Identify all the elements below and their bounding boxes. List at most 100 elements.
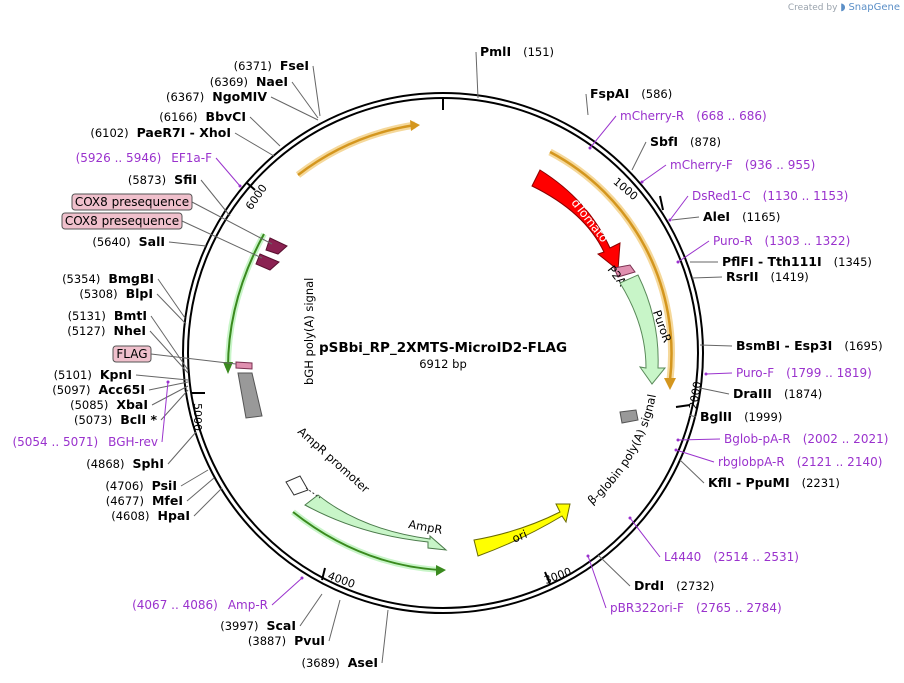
svg-text:COX8 presequence: COX8 presequence xyxy=(65,214,179,228)
site-sbfi[interactable]: SbfI(878) xyxy=(650,134,721,149)
svg-text:(936 .. 955): (936 .. 955) xyxy=(745,158,815,172)
svg-text:(1999): (1999) xyxy=(744,410,782,424)
svg-text:PflFI - Tth111I: PflFI - Tth111I xyxy=(722,254,822,269)
site-mfei[interactable]: MfeI(4677) xyxy=(106,493,183,508)
svg-text:Amp-R: Amp-R xyxy=(228,598,268,612)
svg-text:SphI: SphI xyxy=(132,456,164,471)
leader-lines xyxy=(135,51,733,664)
tick-label-5000: 5000 xyxy=(191,403,204,431)
site-alei[interactable]: AleI (1165) xyxy=(703,209,780,224)
ampr-promoter-label: AmpR promoter xyxy=(295,424,372,496)
svg-text:(4608): (4608) xyxy=(111,509,149,523)
site-acc65i[interactable]: Acc65I(5097) xyxy=(52,382,145,397)
boxed-feature-flag[interactable]: FLAG xyxy=(112,345,152,363)
svg-text:EF1a-F: EF1a-F xyxy=(171,151,212,165)
site-sali[interactable]: SalI(5640) xyxy=(92,234,165,249)
site-bglii[interactable]: BglII(1999) xyxy=(700,409,782,424)
primer-l4440[interactable]: L4440(2514 .. 2531) xyxy=(664,550,799,564)
site-sphi[interactable]: SphI(4868) xyxy=(86,456,164,471)
primer-amp-r[interactable]: Amp-R(4067 .. 4086) xyxy=(132,598,268,612)
svg-text:HpaI: HpaI xyxy=(158,508,191,523)
svg-text:NaeI: NaeI xyxy=(256,74,288,89)
primer-mcherry-r[interactable]: mCherry-R(668 .. 686) xyxy=(620,109,767,123)
site-pflfi[interactable]: PflFI - Tth111I(1345) xyxy=(722,254,872,269)
site-sfii[interactable]: SfiI(5873) xyxy=(128,172,197,187)
svg-text:(2121 .. 2140): (2121 .. 2140) xyxy=(797,455,883,469)
svg-text:Bglob-pA-R: Bglob-pA-R xyxy=(724,432,791,446)
primer-dsred1-c[interactable]: DsRed1-C (1130 .. 1153) xyxy=(692,189,848,203)
svg-text:(1695): (1695) xyxy=(844,339,882,353)
site-asei[interactable]: AseI (3689) xyxy=(302,655,379,670)
ori-feature xyxy=(473,503,571,557)
boxed-feature-cox8-2[interactable]: COX8 presequence xyxy=(61,212,183,230)
site-drdi[interactable]: DrdI(2732) xyxy=(634,578,714,593)
primer-puro-r[interactable]: Puro-R(1303 .. 1322) xyxy=(713,234,850,248)
svg-text:BsmBI - Esp3I: BsmBI - Esp3I xyxy=(736,338,832,353)
svg-text:L4440: L4440 xyxy=(664,550,701,564)
site-bbvci[interactable]: BbvCI(6166) xyxy=(159,109,246,124)
svg-text:PaeR7I - XhoI: PaeR7I - XhoI xyxy=(137,125,231,140)
site-hpai[interactable]: HpaI (4608) xyxy=(111,508,190,523)
svg-text:(6367): (6367) xyxy=(166,90,204,104)
site-blpi[interactable]: BlpI(5308) xyxy=(79,286,153,301)
primer-mcherry-f[interactable]: mCherry-F (936 .. 955) xyxy=(670,158,815,172)
site-bmti[interactable]: BmtI(5131) xyxy=(68,308,147,323)
svg-text:(5085): (5085) xyxy=(70,398,108,412)
svg-text:(878): (878) xyxy=(690,135,721,149)
site-nhei[interactable]: NheI (5127) xyxy=(67,323,146,338)
svg-text:(4677): (4677) xyxy=(106,494,144,508)
primer-bgh-rev[interactable]: BGH-rev(5054 .. 5071) xyxy=(12,435,158,449)
svg-text:(3887): (3887) xyxy=(248,634,286,648)
svg-text:NheI: NheI xyxy=(114,323,147,338)
svg-text:(2732): (2732) xyxy=(676,579,714,593)
green-arc-left-halo xyxy=(225,232,267,369)
svg-text:BclI *: BclI * xyxy=(120,412,157,427)
svg-text:KflI - PpuMI: KflI - PpuMI xyxy=(708,475,790,490)
site-bsmbi[interactable]: BsmBI - Esp3I (1695) xyxy=(736,338,883,353)
svg-text:(3689): (3689) xyxy=(302,656,340,670)
boxed-feature-cox8-1[interactable]: COX8 presequence xyxy=(71,193,193,211)
primer-ef1a-f[interactable]: EF1a-F (5926 .. 5946) xyxy=(76,151,213,165)
svg-text:RsrII: RsrII xyxy=(726,269,759,284)
svg-text:BlpI: BlpI xyxy=(126,286,153,301)
site-psii[interactable]: PsiI(4706) xyxy=(105,478,177,493)
svg-text:FLAG: FLAG xyxy=(116,347,147,361)
primer-rbglobpa-r[interactable]: rbglobpA-R(2121 .. 2140) xyxy=(718,455,882,469)
site-kfli[interactable]: KflI - PpuMI(2231) xyxy=(708,475,840,490)
primer-pbr322ori-f[interactable]: pBR322ori-F(2765 .. 2784) xyxy=(610,601,782,615)
site-fspai[interactable]: FspAI(586) xyxy=(590,86,672,101)
svg-text:(1165): (1165) xyxy=(742,210,780,224)
svg-text:KpnI: KpnI xyxy=(100,367,132,382)
svg-text:mCherry-F: mCherry-F xyxy=(670,158,733,172)
orange-arc-right-arrow xyxy=(664,378,676,390)
site-bmgbi[interactable]: BmgBI(5354) xyxy=(62,271,154,286)
site-kpni[interactable]: KpnI(5101) xyxy=(54,367,132,382)
site-xbai[interactable]: XbaI(5085) xyxy=(70,397,148,412)
svg-text:NgoMIV: NgoMIV xyxy=(212,89,267,104)
site-bcli[interactable]: BclI *(5073) xyxy=(74,412,157,427)
primer-puro-f[interactable]: Puro-F(1799 .. 1819) xyxy=(736,366,872,380)
puror-feature xyxy=(619,274,667,385)
cox8-feature-1 xyxy=(265,237,288,255)
orange-arc-top-arrow xyxy=(410,120,420,131)
site-pvui[interactable]: PvuI(3887) xyxy=(248,633,325,648)
site-scai[interactable]: ScaI(3997) xyxy=(220,618,296,633)
site-rsrii[interactable]: RsrII(1419) xyxy=(726,269,809,284)
svg-text:(1130 .. 1153): (1130 .. 1153) xyxy=(763,189,849,203)
site-draiii[interactable]: DraIII(1874) xyxy=(733,386,822,401)
svg-text:(1303 .. 1322): (1303 .. 1322) xyxy=(765,234,851,248)
svg-text:(5926 .. 5946): (5926 .. 5946) xyxy=(76,151,162,165)
site-paer7i[interactable]: PaeR7I - XhoI(6102) xyxy=(90,125,231,140)
svg-text:(5127): (5127) xyxy=(67,324,105,338)
svg-text:DsRed1-C: DsRed1-C xyxy=(692,189,751,203)
site-pmli[interactable]: PmlI(151) xyxy=(480,44,554,59)
svg-text:(5640): (5640) xyxy=(92,235,130,249)
svg-text:AleI: AleI xyxy=(703,209,730,224)
svg-text:(5054 .. 5071): (5054 .. 5071) xyxy=(12,435,98,449)
primer-bglob-pa-r[interactable]: Bglob-pA-R(2002 .. 2021) xyxy=(724,432,888,446)
svg-text:AseI: AseI xyxy=(348,655,378,670)
site-ngomiv[interactable]: NgoMIV (6367) xyxy=(166,89,267,104)
site-fsei[interactable]: FseI(6371) xyxy=(234,58,309,73)
site-naei[interactable]: NaeI(6369) xyxy=(210,74,288,89)
